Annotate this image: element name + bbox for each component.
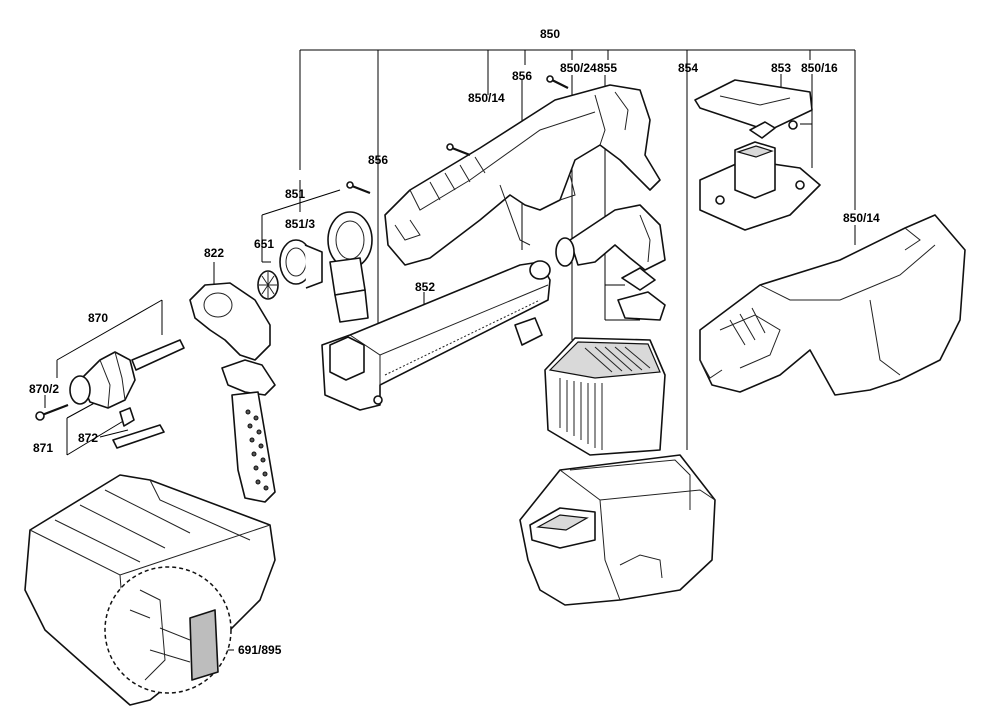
housing-850-14-upper [384, 84, 661, 266]
label-871: 871 [33, 441, 53, 455]
chuck-key-872 [112, 407, 165, 449]
label-850-16: 850/16 [801, 61, 838, 75]
screw-856-c [346, 181, 371, 195]
label-855: 855 [597, 61, 617, 75]
label-853: 853 [771, 61, 791, 75]
washer-651 [257, 270, 279, 300]
elbow-855 [555, 204, 666, 321]
label-651: 651 [254, 237, 274, 251]
label-854: 854 [678, 61, 698, 75]
label-872: 872 [78, 431, 98, 445]
label-822: 822 [204, 246, 224, 260]
base-850-16 [699, 141, 821, 231]
label-851: 851 [285, 187, 305, 201]
screw-870-2 [35, 403, 69, 421]
label-850-14-upper: 850/14 [468, 91, 505, 105]
screw-856-b [546, 75, 569, 89]
container-854 [519, 454, 716, 606]
label-856-right: 856 [512, 69, 532, 83]
label-852: 852 [415, 280, 435, 294]
leader-lines [44, 49, 856, 651]
screw-856-a [446, 143, 471, 157]
part-labels: 850 850/24 855 854 853 850/16 850/14 856… [29, 27, 880, 657]
label-850-14-right: 850/14 [843, 211, 880, 225]
filter-850-24 [544, 337, 666, 456]
chuck-870 [69, 339, 185, 409]
label-850-24: 850/24 [560, 61, 597, 75]
case-detail-circle [104, 566, 232, 694]
aux-handle-822 [189, 282, 276, 503]
adapter-851 [279, 211, 373, 323]
label-850: 850 [540, 27, 560, 41]
label-870: 870 [88, 311, 108, 325]
tube-852 [321, 260, 551, 411]
label-870-2: 870/2 [29, 382, 59, 396]
cover-853 [694, 79, 813, 139]
label-691-895: 691/895 [238, 643, 282, 657]
label-856-left: 856 [368, 153, 388, 167]
housing-850-14-right [699, 214, 966, 396]
label-851-3: 851/3 [285, 217, 315, 231]
